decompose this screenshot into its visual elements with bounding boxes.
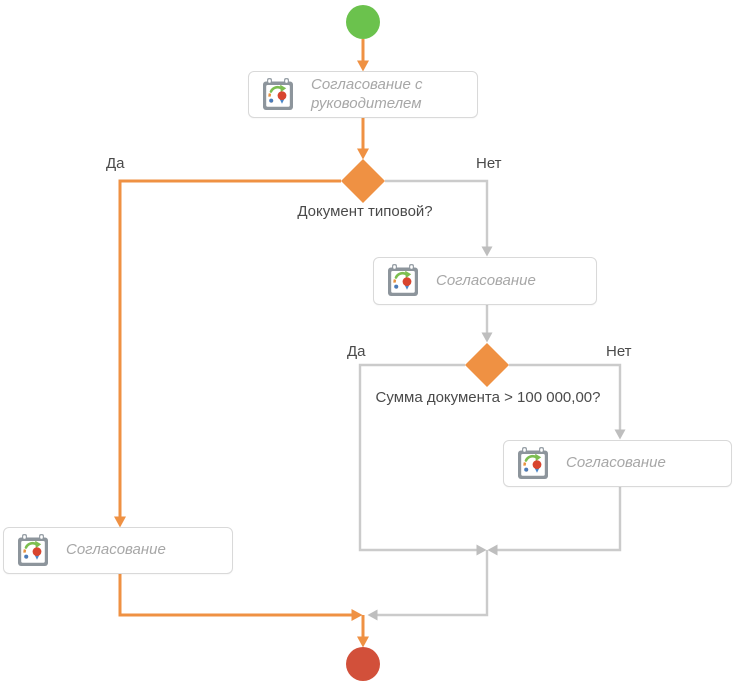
edge-task-approval-typical-to-end-junction <box>118 574 363 621</box>
branch-label-yes-amount: Да <box>347 343 366 360</box>
edge-decision-amount-yes <box>358 363 487 556</box>
branch-label-yes-typical: Да <box>106 155 125 172</box>
decision-question-typical: Документ типовой? <box>297 203 433 220</box>
edge-decision-amount-no <box>509 363 626 440</box>
start-event-node[interactable] <box>346 5 380 39</box>
end-event-node[interactable] <box>346 647 380 681</box>
decision-amount-node[interactable] <box>465 343 509 387</box>
branch-label-no-amount: Нет <box>606 343 632 360</box>
branch-label-no-typical: Нет <box>476 155 502 172</box>
edge-decision-typical-yes <box>114 179 341 528</box>
task-node-manager-approval[interactable]: Согласование с руководителем <box>248 71 478 118</box>
task-label: Согласование <box>566 454 666 472</box>
task-node-approval-typical[interactable]: Согласование <box>3 527 233 574</box>
approval-task-icon <box>16 532 50 567</box>
decision-typical-node[interactable] <box>341 159 385 203</box>
approval-task-icon <box>516 445 550 480</box>
edge-merge-to-end-junction <box>367 550 489 621</box>
edge-task-approval-amount-to-merge <box>487 487 622 556</box>
approval-task-icon <box>386 263 420 298</box>
task-node-approval-amount[interactable]: Согласование <box>503 440 732 487</box>
task-label: Согласование с руководителем <box>311 75 423 112</box>
task-node-approval-no-branch[interactable]: Согласование <box>373 257 597 305</box>
task-label: Согласование <box>436 271 536 289</box>
task-label: Согласование <box>66 541 166 559</box>
decision-question-amount: Сумма документа > 100 000,00? <box>375 389 601 406</box>
edge-decision-typical-no <box>385 179 493 257</box>
approval-task-icon <box>261 76 295 111</box>
